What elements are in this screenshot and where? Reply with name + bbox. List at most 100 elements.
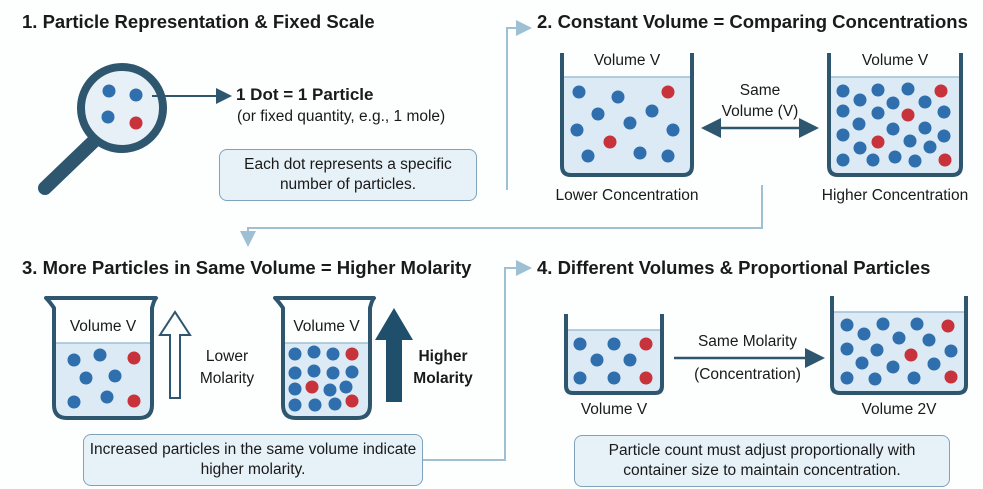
red-particle-dot xyxy=(345,347,359,361)
blue-particle-dot xyxy=(876,317,890,331)
blue-particle-dot xyxy=(288,347,302,361)
magnifier-icon xyxy=(38,63,167,195)
blue-particle-dot xyxy=(623,353,637,367)
blue-particle-dot xyxy=(908,154,922,168)
higher-molarity-line2: Molarity xyxy=(413,370,473,387)
blue-particle-dot xyxy=(840,342,854,356)
blue-particle-dot xyxy=(323,383,337,397)
blue-particle-dot xyxy=(288,398,302,412)
blue-particle-dot xyxy=(918,121,932,135)
blue-particle-dot xyxy=(591,107,605,121)
red-particle-dot xyxy=(938,153,952,167)
higher-concentration-caption: Higher Concentration xyxy=(821,187,969,204)
blue-particle-dot xyxy=(307,364,321,378)
blue-particle-dot xyxy=(907,371,921,385)
blue-particle-dot xyxy=(100,390,114,404)
panel-1-title: 1. Particle Representation & Fixed Scale xyxy=(22,11,375,32)
connector-2-3 xyxy=(240,185,763,247)
red-particle-dot xyxy=(639,371,653,385)
blue-particle-dot xyxy=(590,353,604,367)
blue-particle-dot xyxy=(871,83,885,97)
red-particle-dot xyxy=(127,394,141,408)
blue-particle-dot xyxy=(870,343,884,357)
blue-particle-dot xyxy=(611,90,625,104)
blue-particle-dot xyxy=(328,397,342,411)
beaker-higher-molarity xyxy=(273,296,376,420)
red-particle-dot xyxy=(944,370,958,384)
lower-molarity-line1: Lower xyxy=(205,348,249,365)
blue-particle-dot xyxy=(93,348,107,362)
panel-4-title: 4. Different Volumes & Proportional Part… xyxy=(537,257,931,278)
blue-particle-dot xyxy=(888,150,902,164)
blue-particle-dot xyxy=(853,93,867,107)
blue-particle-dot xyxy=(836,104,850,118)
lower-molarity-line2: Molarity xyxy=(199,370,255,387)
red-particle-dot xyxy=(305,380,319,394)
left-beaker-volume-label: Volume V xyxy=(69,318,137,335)
higher-molarity-line1: Higher xyxy=(418,348,468,365)
same-molarity-label: Same Molarity xyxy=(697,333,798,350)
blue-particle-dot xyxy=(645,104,659,118)
blue-particle-dot xyxy=(573,337,587,351)
blue-particle-dot xyxy=(886,360,900,374)
blue-particle-dot xyxy=(623,116,637,130)
dot-equals-particle-subheading: (or fixed quantity, e.g., 1 mole) xyxy=(237,108,446,125)
blue-particle-dot xyxy=(288,382,302,396)
same-volume-label-line2: Volume (V) xyxy=(721,103,799,120)
red-particle-dot xyxy=(345,394,359,408)
blue-particle-dot xyxy=(102,84,116,98)
blue-particle-dot xyxy=(345,365,359,379)
container-volume-2v xyxy=(830,296,968,395)
dot-equals-particle-heading: 1 Dot = 1 Particle xyxy=(236,85,374,104)
panel-3-title: 3. More Particles in Same Volume = Highe… xyxy=(22,257,472,278)
blue-particle-dot xyxy=(836,128,850,142)
blue-particle-dot xyxy=(633,146,647,160)
connector-3-4 xyxy=(422,260,532,461)
blue-particle-dot xyxy=(572,85,586,99)
blue-particle-dot xyxy=(840,371,854,385)
volume-2v-caption: Volume 2V xyxy=(861,401,937,418)
blue-particle-dot xyxy=(903,134,917,148)
blue-particle-dot xyxy=(886,96,900,110)
blue-particle-dot xyxy=(607,371,621,385)
blue-particle-dot xyxy=(67,353,81,367)
blue-particle-dot xyxy=(937,105,951,119)
red-particle-dot xyxy=(934,84,948,98)
panel-4-note: Particle count must adjust proportionall… xyxy=(574,435,950,487)
blue-particle-dot xyxy=(573,371,587,385)
blue-particle-dot xyxy=(901,82,915,96)
blue-particle-dot xyxy=(836,84,850,98)
blue-particle-dot xyxy=(937,129,951,143)
connector-1-2 xyxy=(506,20,532,190)
blue-particle-dot xyxy=(886,122,900,136)
right-volume-label: Volume V xyxy=(861,52,929,69)
lower-concentration-caption: Lower Concentration xyxy=(555,187,699,204)
red-particle-dot xyxy=(129,116,143,130)
blue-particle-dot xyxy=(607,337,621,351)
outline-up-arrow-icon xyxy=(158,310,192,399)
panel-1-note: Each dot represents a specific number of… xyxy=(219,149,477,201)
blue-particle-dot xyxy=(868,372,882,386)
blue-particle-dot xyxy=(840,318,854,332)
solid-up-arrow-icon xyxy=(375,308,413,402)
panel-2-title: 2. Constant Volume = Comparing Concentra… xyxy=(537,11,968,32)
blue-particle-dot xyxy=(288,366,302,380)
red-particle-dot xyxy=(941,319,955,333)
blue-particle-dot xyxy=(836,153,850,167)
blue-particle-dot xyxy=(852,117,866,131)
red-particle-dot xyxy=(901,108,915,122)
blue-particle-dot xyxy=(857,327,871,341)
blue-particle-dot xyxy=(307,345,321,359)
blue-particle-dot xyxy=(871,106,885,120)
left-volume-label: Volume V xyxy=(593,52,661,69)
red-particle-dot xyxy=(127,351,141,365)
blue-particle-dot xyxy=(910,317,924,331)
blue-particle-dot xyxy=(923,140,937,154)
right-beaker-volume-label: Volume V xyxy=(293,318,360,335)
blue-particle-dot xyxy=(129,88,143,102)
blue-particle-dot xyxy=(79,371,93,385)
red-particle-dot xyxy=(661,85,675,99)
red-particle-dot xyxy=(871,135,885,149)
blue-particle-dot xyxy=(944,344,958,358)
